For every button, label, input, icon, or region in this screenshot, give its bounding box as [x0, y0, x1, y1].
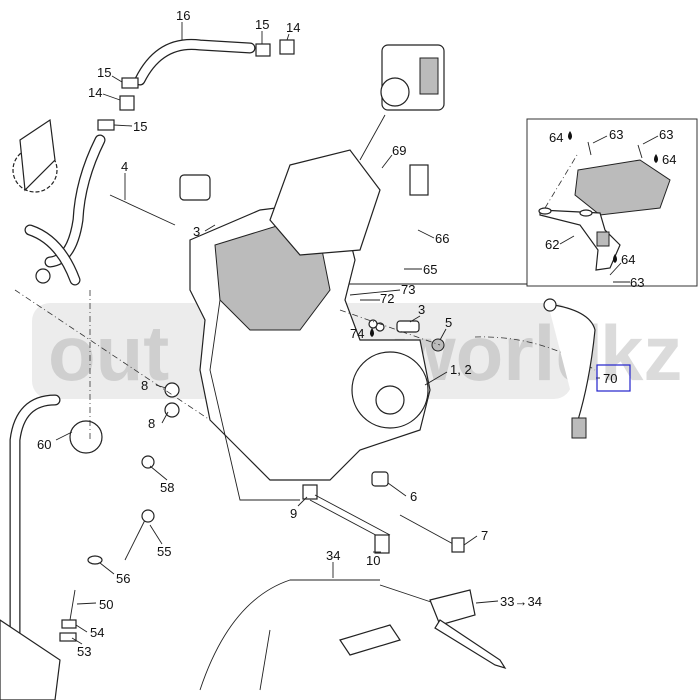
callout-69[interactable]: 69	[392, 143, 406, 158]
callout-63[interactable]: 63	[659, 127, 673, 142]
callout-4[interactable]: 4	[121, 159, 128, 174]
oil-drop-icon	[613, 254, 617, 263]
callout-63[interactable]: 63	[630, 275, 644, 290]
callout-14[interactable]: 14	[286, 20, 300, 35]
callout-14[interactable]: 14	[88, 85, 102, 100]
ecu-bracket-assembly	[538, 141, 671, 271]
leader-lines	[55, 22, 659, 645]
inset-frame	[526, 118, 698, 287]
callout-72[interactable]: 72	[380, 291, 394, 306]
callout-16[interactable]: 16	[176, 8, 190, 23]
callout-1-2[interactable]: 1, 2	[450, 362, 472, 377]
callout-73[interactable]: 73	[401, 282, 415, 297]
callout-34[interactable]: 34	[326, 548, 340, 563]
callout-3[interactable]: 3	[193, 224, 200, 239]
callout-58[interactable]: 58	[160, 480, 174, 495]
callout-64[interactable]: 64	[662, 152, 676, 167]
dipstick-drain	[0, 509, 155, 700]
callout-64[interactable]: 64	[621, 252, 635, 267]
callout-64[interactable]: 64	[549, 130, 563, 145]
callout-5[interactable]: 5	[445, 315, 452, 330]
callout-62[interactable]: 62	[545, 237, 559, 252]
callout-8[interactable]: 8	[148, 416, 155, 431]
lower-parts	[14, 289, 465, 554]
callout-70-highlight[interactable]	[596, 364, 631, 392]
callout-63[interactable]: 63	[609, 127, 623, 142]
oil-drop-icon	[568, 131, 572, 140]
callout-15[interactable]: 15	[97, 65, 111, 80]
callout-33-34[interactable]: 33→34	[500, 594, 542, 609]
throttle-body	[359, 44, 445, 161]
callout-70[interactable]: 70	[603, 371, 617, 386]
svg-text:out: out	[48, 309, 169, 397]
callout-15[interactable]: 15	[133, 119, 147, 134]
callout-3[interactable]: 3	[418, 302, 425, 317]
callout-15[interactable]: 15	[255, 17, 269, 32]
oil-drop-icon	[654, 154, 658, 163]
callout-54[interactable]: 54	[90, 625, 104, 640]
callout-66[interactable]: 66	[435, 231, 449, 246]
callout-74[interactable]: 74	[350, 326, 364, 341]
inset-labels: 64 63 63 64 62 64 63	[545, 127, 676, 290]
callout-10[interactable]: 10	[366, 553, 380, 568]
clutch-cable-lever	[199, 579, 507, 691]
callout-8[interactable]: 8	[141, 378, 148, 393]
svg-text:kz: kz	[600, 309, 682, 397]
callout-labels: 16 15 14 15 14 15 4 69 66 3 65 73 72 3 5…	[37, 8, 617, 659]
engine-block	[179, 149, 431, 501]
oil-drop-icon	[370, 328, 374, 337]
callout-53[interactable]: 53	[77, 644, 91, 659]
coolant-hoses	[9, 38, 295, 696]
callout-7[interactable]: 7	[481, 528, 488, 543]
callout-9[interactable]: 9	[290, 506, 297, 521]
callout-60[interactable]: 60	[37, 437, 51, 452]
callout-65[interactable]: 65	[423, 262, 437, 277]
callout-56[interactable]: 56	[116, 571, 130, 586]
callout-50[interactable]: 50	[99, 597, 113, 612]
sprocket	[12, 118, 58, 193]
callout-6[interactable]: 6	[410, 489, 417, 504]
callout-55[interactable]: 55	[157, 544, 171, 559]
shaft-parts	[339, 298, 596, 439]
